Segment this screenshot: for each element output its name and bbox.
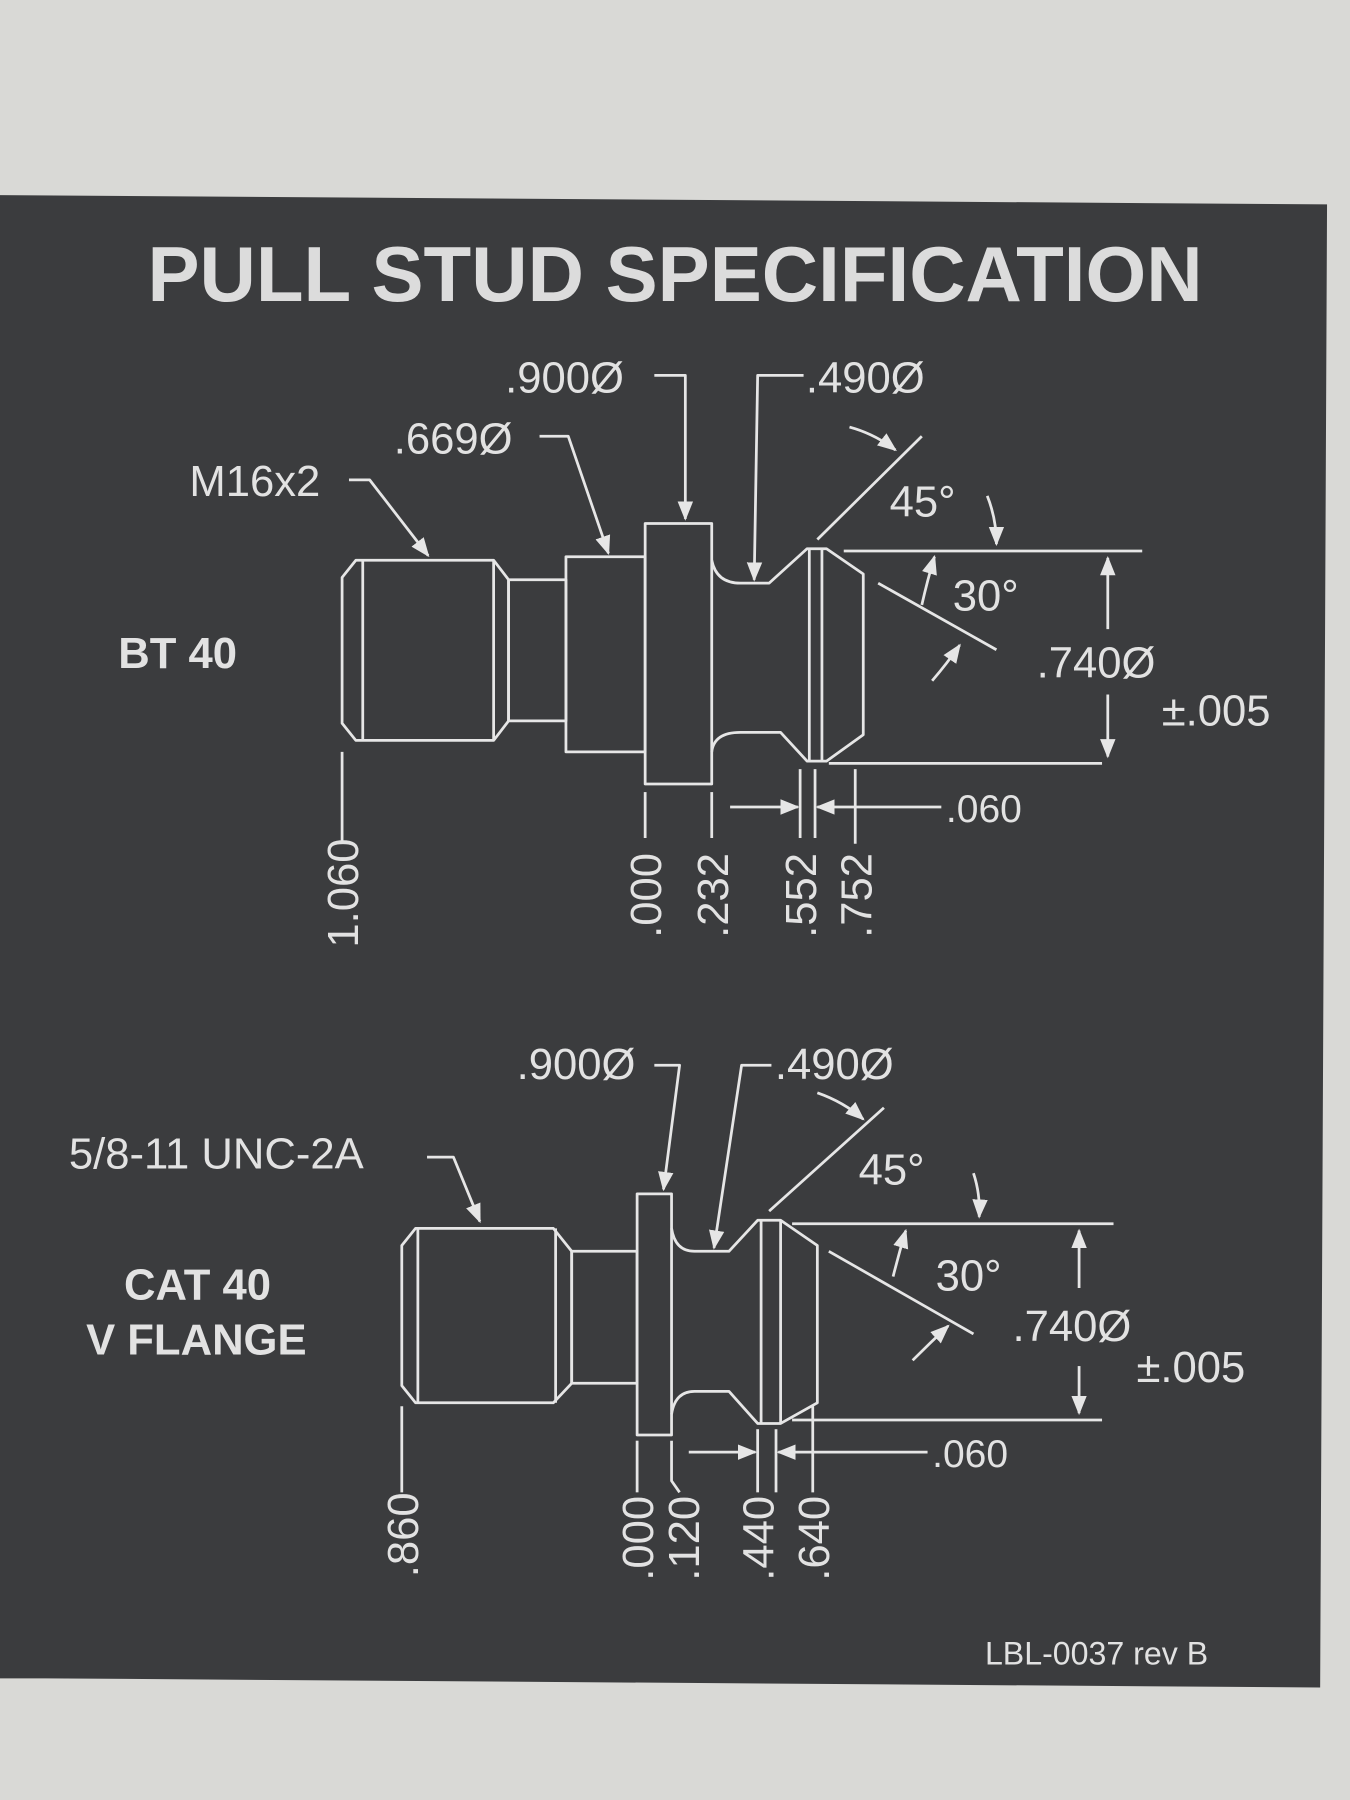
- bt40-dia-740: .740Ø: [1037, 639, 1156, 687]
- cat40-width-060: .060: [932, 1433, 1008, 1476]
- cat40-station-440: .440: [736, 1496, 784, 1581]
- bt40-dia-900: .900Ø: [505, 355, 624, 403]
- cat40-angle-30: 30°: [936, 1252, 1002, 1300]
- bt40-angle-45: 45°: [890, 479, 956, 527]
- cat40-dia-740: .740Ø: [1013, 1303, 1132, 1351]
- label-plate: [0, 195, 1328, 1688]
- label-part-number: LBL-0037 rev B: [985, 1636, 1208, 1672]
- bt40-angle-30: 30°: [953, 573, 1019, 621]
- bt40-thread-label: M16x2: [189, 458, 320, 506]
- cat40-tolerance: ±.005: [1136, 1344, 1245, 1392]
- bt40-name: BT 40: [118, 630, 237, 678]
- bt40-dia-490: .490Ø: [806, 355, 925, 403]
- cat40-drawing: CAT 40 V FLANGE 5/8-11 UNC-2A .900Ø .490…: [69, 1041, 1245, 1581]
- bt40-tolerance: ±.005: [1162, 688, 1271, 736]
- cat40-angle-45: 45°: [859, 1147, 925, 1195]
- bt40-station-000: .000: [623, 853, 671, 938]
- cat40-station-860: .860: [380, 1492, 428, 1577]
- bt40-dia-669: .669Ø: [394, 415, 513, 463]
- label-title: PULL STUD SPECIFICATION: [147, 230, 1202, 318]
- bt40-width-060: .060: [946, 788, 1022, 831]
- cat40-station-640: .640: [791, 1496, 839, 1581]
- cat40-thread-label: 5/8-11 UNC-2A: [69, 1131, 364, 1179]
- cat40-name-line2: V FLANGE: [86, 1317, 306, 1365]
- cat40-dia-490: .490Ø: [775, 1041, 894, 1089]
- bt40-station-232: .232: [690, 853, 738, 938]
- cat40-name-line1: CAT 40: [124, 1261, 271, 1309]
- bt40-station-1060: 1.060: [320, 839, 368, 948]
- bt40-station-552: .552: [778, 853, 826, 938]
- cat40-station-000: .000: [615, 1496, 663, 1581]
- cat40-dia-900: .900Ø: [517, 1041, 636, 1089]
- cat40-station-120: .120: [661, 1496, 709, 1581]
- bt40-station-752: .752: [833, 853, 881, 938]
- bt40-drawing: BT 40 M16x2 .669Ø .900Ø .490Ø 45° 30°: [118, 355, 1270, 948]
